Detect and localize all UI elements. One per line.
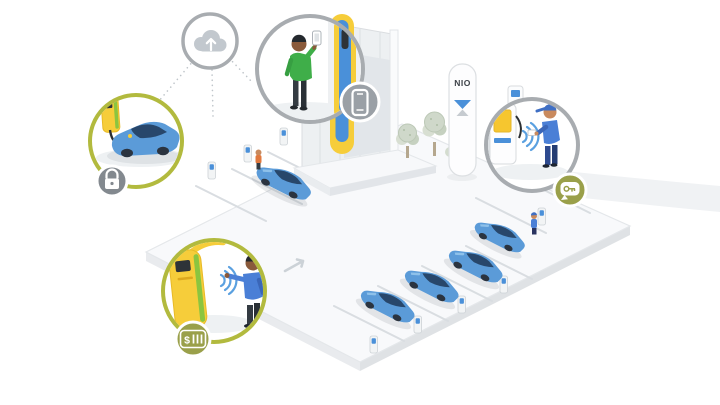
wifi-icon <box>521 121 540 152</box>
charging-post <box>279 127 288 146</box>
key-chat-badge <box>552 172 588 208</box>
tree <box>396 123 419 158</box>
phone-badge <box>339 81 381 123</box>
wifi-icon <box>219 265 238 296</box>
charging-post <box>413 315 422 334</box>
callout-car-charging <box>88 93 184 198</box>
lock-icon <box>105 168 119 189</box>
payment-icon: $ <box>179 329 207 349</box>
platform-edge-right <box>360 226 630 371</box>
nio-tower: NIO <box>447 63 477 181</box>
callout-payment: $ <box>161 238 267 358</box>
payment-badge: $ <box>174 320 212 358</box>
charging-post <box>369 335 378 354</box>
base-edge-right <box>330 166 436 196</box>
lot-attendant <box>530 212 537 235</box>
callout-phone-user <box>255 14 381 124</box>
tree <box>422 111 447 156</box>
paying-person <box>224 254 263 328</box>
nio-emblem-icon <box>454 100 471 116</box>
key-chat-icon <box>560 182 580 200</box>
payment-badge-label: $ <box>184 335 190 347</box>
lane-arrow <box>283 258 305 273</box>
charging-car <box>107 121 180 164</box>
charging-post <box>243 144 252 163</box>
lock-badge <box>95 164 129 198</box>
building-column <box>389 29 399 165</box>
callout-attendant <box>484 97 588 208</box>
base-edge-left <box>294 168 330 196</box>
cloud-connection-lines <box>157 57 253 117</box>
nio-tower-logo: NIO <box>454 78 471 88</box>
charging-kiosk <box>488 103 522 165</box>
pedestrian <box>255 149 262 170</box>
callout-cloud <box>181 12 239 70</box>
cloud-upload-icon <box>194 30 227 52</box>
smartphone-icon <box>351 88 369 117</box>
charging-post <box>457 295 466 314</box>
charging-post <box>537 207 546 226</box>
charging-post <box>499 275 508 294</box>
charging-post <box>207 161 216 180</box>
phone-badge-circle <box>339 81 381 123</box>
person-with-phone <box>284 30 322 111</box>
